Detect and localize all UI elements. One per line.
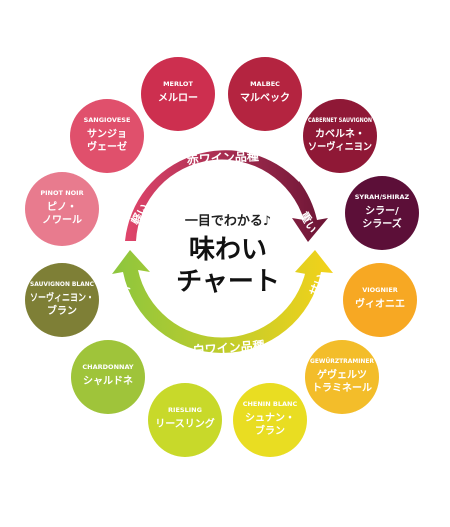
variety-japanese-name: メルロー bbox=[158, 92, 198, 104]
variety-japanese-name: マルベック bbox=[240, 92, 290, 104]
variety-circle bbox=[148, 383, 222, 457]
variety-japanese-name: カベルネ・ bbox=[315, 128, 365, 140]
variety-japanese-name: シャルドネ bbox=[83, 375, 133, 387]
variety-english-name: VIOGNIER bbox=[362, 286, 398, 294]
variety-circle bbox=[25, 263, 99, 337]
variety-japanese-name: シュナン・ bbox=[245, 412, 295, 424]
variety-riesling: RIESLING リースリング bbox=[148, 383, 222, 457]
variety-circle bbox=[343, 263, 417, 337]
variety-japanese-name: リースリング bbox=[155, 417, 215, 430]
variety-pinot-noir: PINOT NOIR ピノ・ノワール bbox=[25, 172, 99, 246]
variety-cabernet-sauvignon: CABERNET SAUVIGNON カベルネ・ソーヴィニヨン bbox=[303, 99, 377, 173]
variety-japanese-name: ノワール bbox=[42, 214, 82, 226]
variety-japanese-name: ゲヴェルツ bbox=[317, 368, 367, 381]
variety-circle bbox=[233, 383, 307, 457]
variety-japanese-name: シラーズ bbox=[362, 217, 402, 230]
variety-japanese-name: ピノ・ bbox=[47, 201, 77, 213]
variety-circle bbox=[228, 57, 302, 131]
variety-circle bbox=[141, 57, 215, 131]
red-wine-arrow bbox=[125, 150, 328, 242]
white-wine-arrow bbox=[112, 250, 333, 354]
variety-japanese-name: トラミネール bbox=[312, 382, 372, 394]
variety-english-name: CHENIN BLANC bbox=[243, 400, 298, 408]
variety-circle bbox=[70, 99, 144, 173]
center-subtitle: 一目でわかる♪ bbox=[185, 214, 271, 229]
variety-english-name: SAUVIGNON BLANC bbox=[30, 280, 94, 288]
variety-english-name: PINOT NOIR bbox=[40, 189, 83, 197]
red-wine-label: 赤ワイン品種 bbox=[186, 148, 259, 167]
variety-english-name: RIESLING bbox=[168, 406, 202, 414]
variety-japanese-name: ブラン bbox=[255, 424, 285, 437]
center-title-line1: 味わい bbox=[189, 235, 267, 265]
variety-malbec: MALBEC マルベック bbox=[228, 57, 302, 131]
variety-sauvignon-blanc: SAUVIGNON BLANC ソーヴィニヨン・ブラン bbox=[25, 263, 99, 337]
white-wine-label: 白ワイン品種 bbox=[192, 338, 265, 358]
variety-english-name: SANGIOVESE bbox=[84, 116, 131, 124]
variety-circle bbox=[303, 99, 377, 173]
variety-japanese-name: ヴェーゼ bbox=[87, 140, 127, 153]
variety-english-name: MERLOT bbox=[163, 80, 193, 88]
variety-japanese-name: ソーヴィニヨン・ bbox=[30, 291, 94, 304]
variety-chenin-blanc: CHENIN BLANC シュナン・ブラン bbox=[233, 383, 307, 457]
variety-merlot: MERLOT メルロー bbox=[141, 57, 215, 131]
variety-circle bbox=[345, 176, 419, 250]
variety-english-name: CABERNET SAUVIGNON bbox=[308, 116, 372, 124]
variety-circle bbox=[71, 340, 145, 414]
variety-japanese-name: サンジョ bbox=[87, 128, 127, 140]
variety-viognier: VIOGNIER ヴィオニエ bbox=[343, 263, 417, 337]
variety-japanese-name: ソーヴィニヨン bbox=[308, 140, 372, 153]
variety-chardonnay: CHARDONNAY シャルドネ bbox=[71, 340, 145, 414]
variety-english-name: SYRAH/SHIRAZ bbox=[355, 193, 410, 201]
variety-circle bbox=[305, 340, 379, 414]
variety-japanese-name: ヴィオニエ bbox=[355, 297, 405, 310]
variety-circles: MERLOT メルロー MALBEC マルベック CABERNET SAUVIGNON カ… bbox=[25, 57, 419, 457]
variety-english-name: GEWÜRZTRAMINER bbox=[310, 356, 374, 365]
center-title-line2: チャート bbox=[176, 267, 280, 297]
variety-japanese-name: シラー/ bbox=[365, 205, 399, 217]
variety-english-name: CHARDONNAY bbox=[82, 363, 133, 371]
variety-japanese-name: ブラン bbox=[47, 304, 77, 317]
variety-circle bbox=[25, 172, 99, 246]
variety-syrah-shiraz: SYRAH/SHIRAZ シラー/シラーズ bbox=[345, 176, 419, 250]
light-label: 軽い bbox=[128, 201, 151, 227]
variety-english-name: MALBEC bbox=[250, 80, 280, 88]
